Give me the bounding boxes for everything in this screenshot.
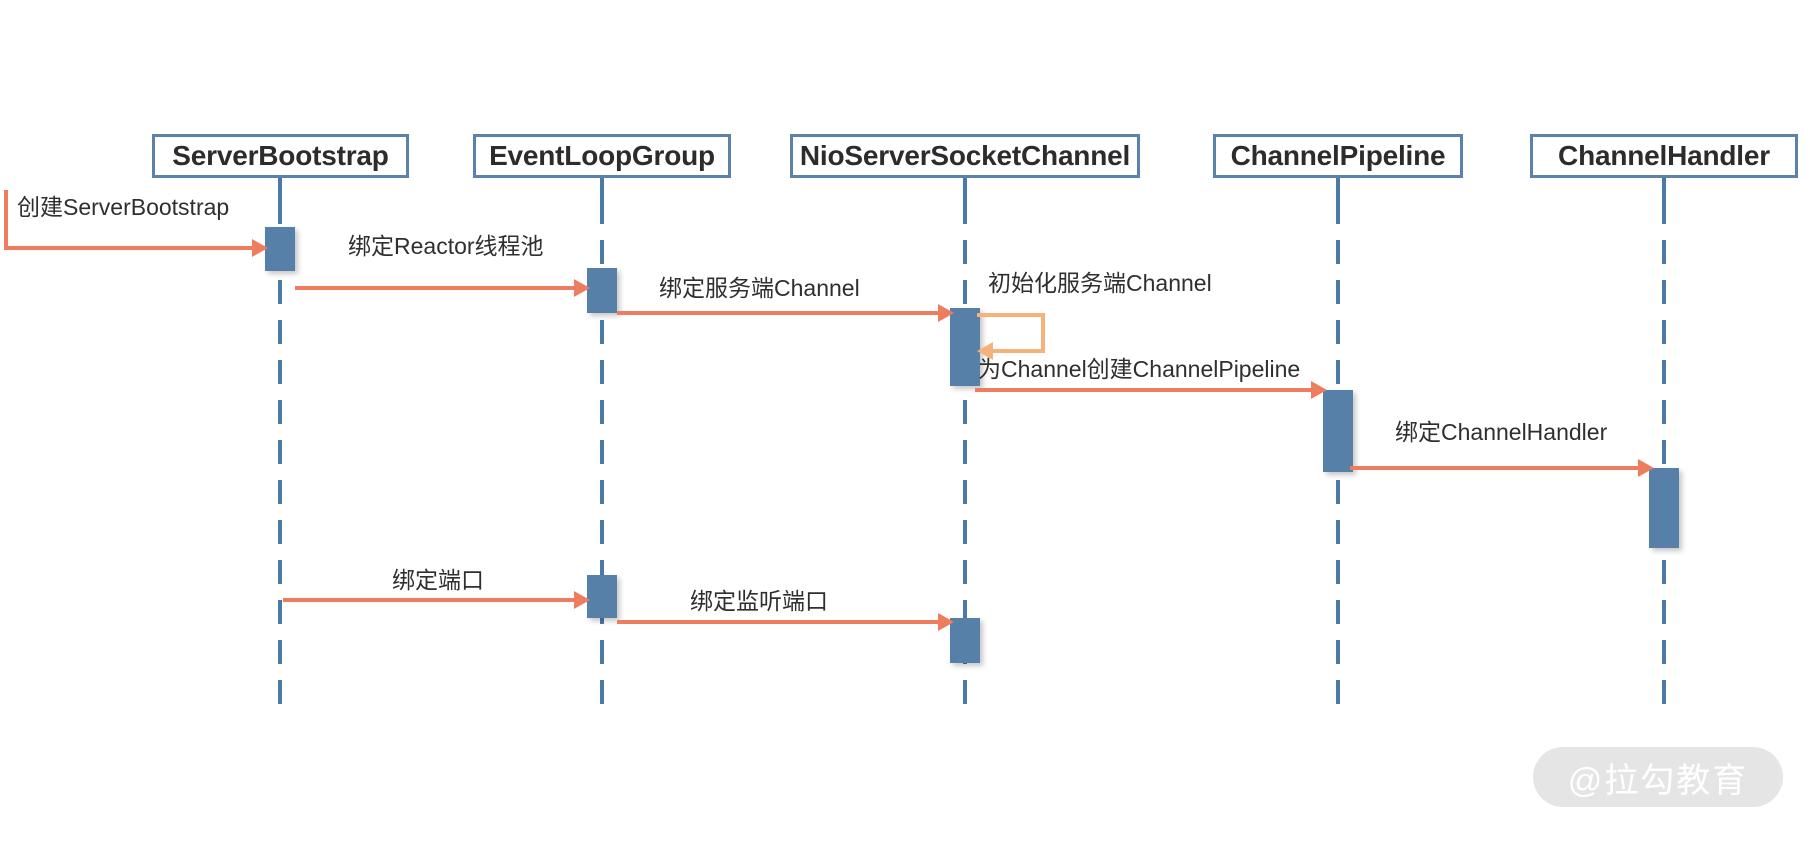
actor-label-serverbootstrap: ServerBootstrap [172,140,389,171]
actor-label-channelpipeline: ChannelPipeline [1230,140,1446,171]
lifeline-eventloopgroup [600,200,604,708]
message-1-label: 创建ServerBootstrap [17,194,230,220]
activation-bar-channelhandler-1 [1649,468,1679,548]
lifeline-stub-channelpipeline [1336,178,1340,200]
message-4-self-loop-right [1041,313,1045,353]
activation-bar-nioserversocketchannel-1 [950,308,980,386]
message-5-label: 为Channel创建ChannelPipeline [978,356,1301,382]
message-3-label: 绑定服务端Channel [659,275,860,301]
message-2-arrowhead-icon [574,279,590,297]
watermark-badge: @拉勾教育 [1533,747,1783,807]
message-5-line[interactable] [975,388,1315,392]
activation-bar-eventloopgroup-1 [587,268,617,313]
lifeline-serverbootstrap [278,200,282,708]
lifeline-channelhandler [1662,200,1666,708]
message-4-arrowhead-icon [977,342,993,360]
actor-label-nioserversocketchannel: NioServerSocketChannel [799,140,1131,171]
message-7-arrowhead-icon [574,591,590,609]
message-8-arrowhead-icon [938,613,954,631]
message-2-label: 绑定Reactor线程池 [348,233,544,259]
activation-bar-eventloopgroup-2 [587,575,617,618]
message-7-line[interactable] [283,598,578,602]
activation-bar-serverbootstrap-1 [265,227,295,271]
message-3-line[interactable] [617,311,942,315]
message-1-entry-vline [4,190,8,250]
message-8-line[interactable] [617,620,942,624]
message-2-line[interactable] [295,286,578,290]
actor-label-eventloopgroup: EventLoopGroup [489,140,715,171]
lifeline-stub-serverbootstrap [278,178,282,200]
message-7-label: 绑定端口 [392,567,484,593]
message-4-self-loop-top[interactable] [977,313,1045,317]
lifeline-stub-channelhandler [1662,178,1666,200]
actor-box-channelpipeline[interactable]: ChannelPipeline [1213,134,1463,178]
message-6-line[interactable] [1350,466,1642,470]
message-1-arrowhead-icon [252,239,268,257]
actor-label-channelhandler: ChannelHandler [1558,140,1770,171]
actor-box-serverbootstrap[interactable]: ServerBootstrap [152,134,409,178]
message-6-arrowhead-icon [1638,459,1654,477]
message-8-label: 绑定监听端口 [690,588,828,614]
message-6-label: 绑定ChannelHandler [1395,419,1608,445]
lifeline-stub-eventloopgroup [600,178,604,200]
lifeline-nioserversocketchannel [963,200,967,708]
actor-box-channelhandler[interactable]: ChannelHandler [1530,134,1798,178]
lifeline-stub-nioserversocketchannel [963,178,967,200]
message-4-self-loop-bottom [993,349,1045,353]
message-4-label: 初始化服务端Channel [988,270,1212,296]
activation-bar-nioserversocketchannel-2 [950,618,980,663]
message-1-line[interactable] [4,246,256,250]
actor-box-eventloopgroup[interactable]: EventLoopGroup [473,134,731,178]
message-3-arrowhead-icon [938,304,954,322]
actor-box-nioserversocketchannel[interactable]: NioServerSocketChannel [790,134,1140,178]
watermark-label: @拉勾教育 [1567,761,1749,800]
message-5-arrowhead-icon [1311,381,1327,399]
activation-bar-channelpipeline-1 [1323,390,1353,472]
